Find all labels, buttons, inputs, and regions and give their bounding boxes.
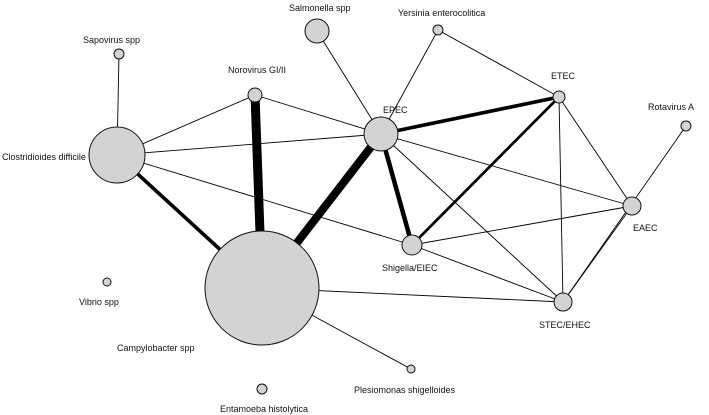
edge-shigella-eaec — [411, 205, 633, 246]
node-label-salmonella: Salmonella spp — [289, 3, 351, 13]
node-label-entamoeba: Entamoeba histolytica — [220, 404, 308, 414]
node-label-plesiomonas: Plesiomonas shigelloides — [354, 385, 456, 395]
node-label-norovirus: Norovirus GI/II — [228, 65, 286, 75]
node-entamoeba — [256, 383, 268, 395]
edge-etec-stec — [558, 96, 564, 303]
edge-eaec-stec — [562, 205, 633, 303]
edge-layer — [115, 29, 687, 370]
node-label-epec: EPEC — [383, 105, 408, 115]
node-shigella — [401, 234, 423, 256]
node-rotavirus — [680, 120, 692, 132]
edge-epec-shigella — [378, 133, 415, 246]
node-label-vibrio: Vibrio spp — [79, 297, 119, 307]
edge-norovirus-epec — [254, 94, 382, 135]
node-epec — [363, 116, 399, 152]
node-label-rotavirus: Rotavirus A — [648, 102, 694, 112]
edge-etec-shigella — [411, 96, 560, 246]
edge-epec-stec — [380, 133, 564, 303]
node-eaec — [622, 196, 642, 216]
edge-shigella-stec — [411, 244, 564, 303]
edge-cdiff-shigella — [116, 154, 413, 246]
node-label-cdiff: Clostridioides difficile — [2, 152, 86, 162]
label-layer: Sapovirus spp Salmonella spp Yersinia en… — [2, 3, 694, 414]
node-sapovirus — [113, 48, 125, 60]
node-label-stec: STEC/EHEC — [539, 320, 591, 330]
edge-cdiff-epec — [116, 133, 382, 156]
node-yersinia — [432, 24, 444, 36]
node-salmonella — [304, 18, 330, 44]
node-cdiff — [88, 126, 146, 184]
node-norovirus — [247, 87, 263, 103]
edge-epec-eaec — [380, 133, 633, 207]
node-label-campylobacter: Campylobacter spp — [117, 343, 195, 353]
node-stec — [553, 292, 573, 312]
edge-etec-eaec — [558, 96, 633, 207]
node-label-sapovirus: Sapovirus spp — [83, 35, 140, 45]
node-label-etec: ETEC — [551, 71, 576, 81]
node-label-eaec: EAEC — [633, 223, 658, 233]
edge-yersinia-epec — [380, 29, 439, 135]
node-label-yersinia: Yersinia enterocolitica — [398, 8, 485, 18]
node-label-shigella: Shigella/EIEC — [382, 263, 438, 273]
node-layer — [88, 18, 692, 395]
node-plesiomonas — [406, 364, 416, 374]
edge-rotavirus-stec — [562, 125, 687, 303]
node-campylobacter — [204, 230, 320, 346]
edge-epec-etec — [380, 95, 560, 136]
node-vibrio — [102, 277, 112, 287]
node-etec — [552, 90, 566, 104]
edge-salmonella-epec — [316, 30, 382, 135]
edge-yersinia-etec — [437, 29, 560, 98]
